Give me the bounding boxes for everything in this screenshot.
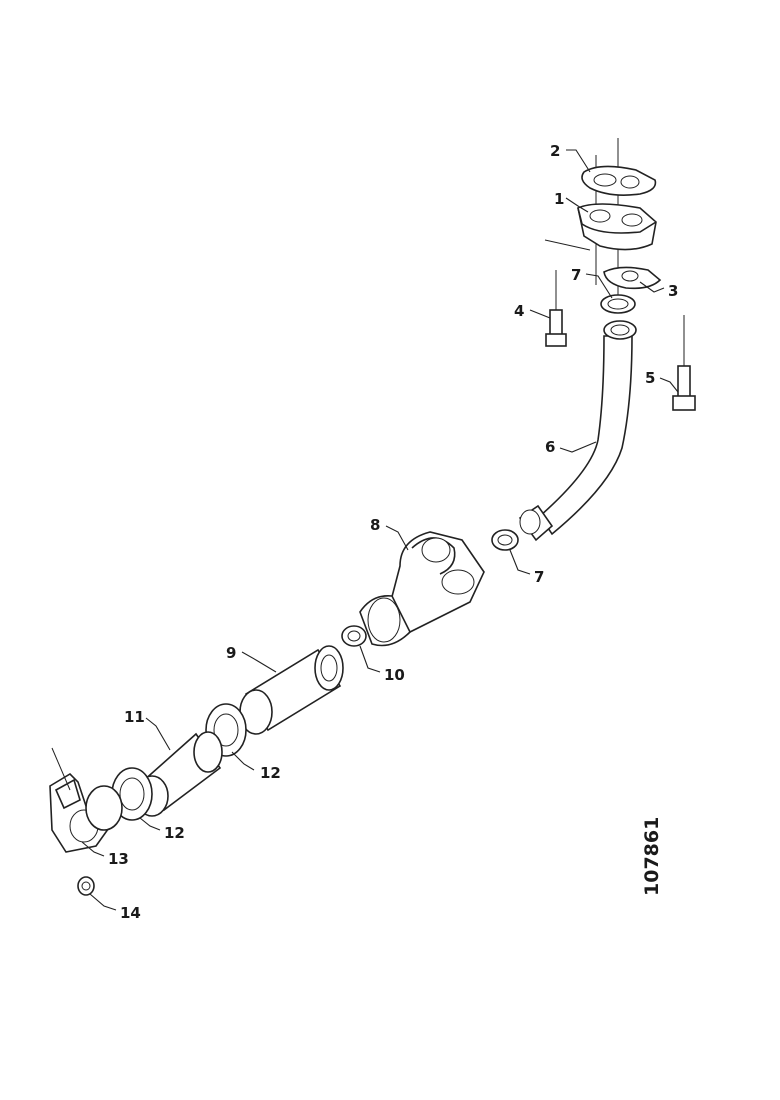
leader-3 xyxy=(639,281,665,293)
part-4-bolt xyxy=(545,309,567,347)
leader-7-lower xyxy=(509,549,531,575)
callout-10: 10 xyxy=(384,666,405,684)
part-3-clamp-plate xyxy=(603,266,662,290)
callout-14: 14 xyxy=(120,904,141,922)
callout-11: 11 xyxy=(124,708,145,726)
leader-13 xyxy=(81,841,105,857)
part-14-nut xyxy=(77,876,95,896)
leader-2 xyxy=(566,149,591,173)
leader-1 xyxy=(565,197,589,213)
part-5-bolt xyxy=(672,365,696,411)
callout-12-lower: 12 xyxy=(164,824,185,842)
part-6-bent-pipe xyxy=(518,320,637,542)
figure-number: 107861 xyxy=(641,817,663,896)
callout-13: 13 xyxy=(108,850,129,868)
part-7-upper-seal-ring xyxy=(600,294,636,314)
leader-7-upper xyxy=(585,273,613,299)
leader-4 xyxy=(529,309,551,319)
leader-14 xyxy=(89,893,117,911)
part-13-outlet-elbow xyxy=(49,772,123,853)
leader-9 xyxy=(241,651,277,673)
part-14-axis-line xyxy=(51,747,71,791)
callout-2: 2 xyxy=(550,142,560,160)
callout-12-upper: 12 xyxy=(260,764,281,782)
callout-5: 5 xyxy=(645,369,655,387)
callout-7-lower: 7 xyxy=(534,568,544,586)
callout-6: 6 xyxy=(545,438,555,456)
leader-6 xyxy=(559,441,597,453)
leader-5 xyxy=(659,377,679,393)
part-7-lower-seal-ring xyxy=(491,529,519,551)
part-1-flange xyxy=(544,203,657,251)
part-10-seal-ring xyxy=(341,625,367,647)
callout-3: 3 xyxy=(668,282,678,300)
leader-11 xyxy=(145,717,171,751)
callout-1: 1 xyxy=(554,190,564,208)
leader-8 xyxy=(385,525,409,551)
callout-9: 9 xyxy=(226,644,236,662)
part-8-tee-housing xyxy=(359,531,485,647)
leader-12-upper xyxy=(231,751,255,771)
leader-12-lower xyxy=(139,817,161,831)
callout-4: 4 xyxy=(514,302,524,320)
callout-8: 8 xyxy=(370,516,380,534)
leader-10 xyxy=(359,645,381,673)
callout-7-upper: 7 xyxy=(571,266,581,284)
part-2-gasket xyxy=(581,165,657,196)
